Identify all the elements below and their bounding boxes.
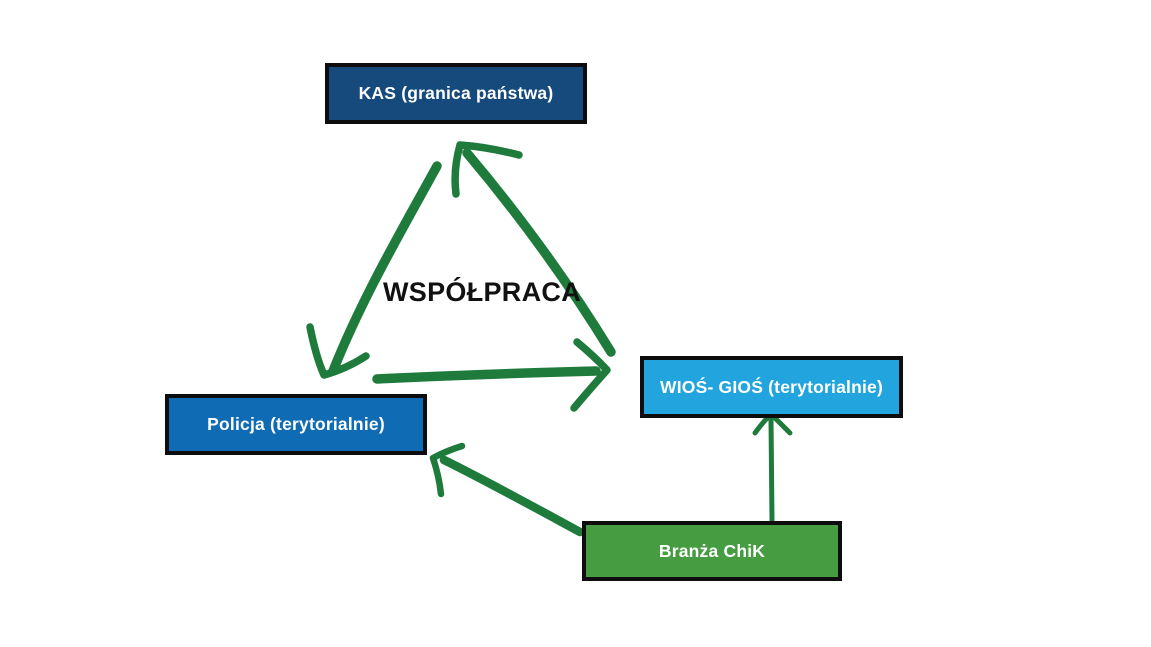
node-branza-chik: Branża ChiK — [582, 521, 842, 581]
node-wios-gios-label: WIOŚ- GIOŚ (terytorialnie) — [659, 376, 883, 397]
node-policja: Policja (terytorialnie) — [165, 394, 427, 455]
arrow-branza-to-policja — [429, 442, 585, 537]
arrow-wios-to-kas — [451, 141, 616, 357]
arrow-policja-to-wios — [372, 338, 611, 412]
node-wios-gios: WIOŚ- GIOŚ (terytorialnie) — [640, 356, 903, 418]
arrow-kas-to-policja — [306, 161, 442, 379]
arrow-branza-to-wios — [752, 411, 793, 523]
node-policja-label: Policja (terytorialnie) — [207, 414, 385, 434]
node-branza-chik-label: Branża ChiK — [658, 540, 766, 561]
node-kas-label: KAS (granica państwa) — [358, 83, 554, 103]
center-label-wspolpraca: WSPÓŁPRACA — [383, 277, 581, 307]
node-kas: KAS (granica państwa) — [325, 63, 587, 124]
